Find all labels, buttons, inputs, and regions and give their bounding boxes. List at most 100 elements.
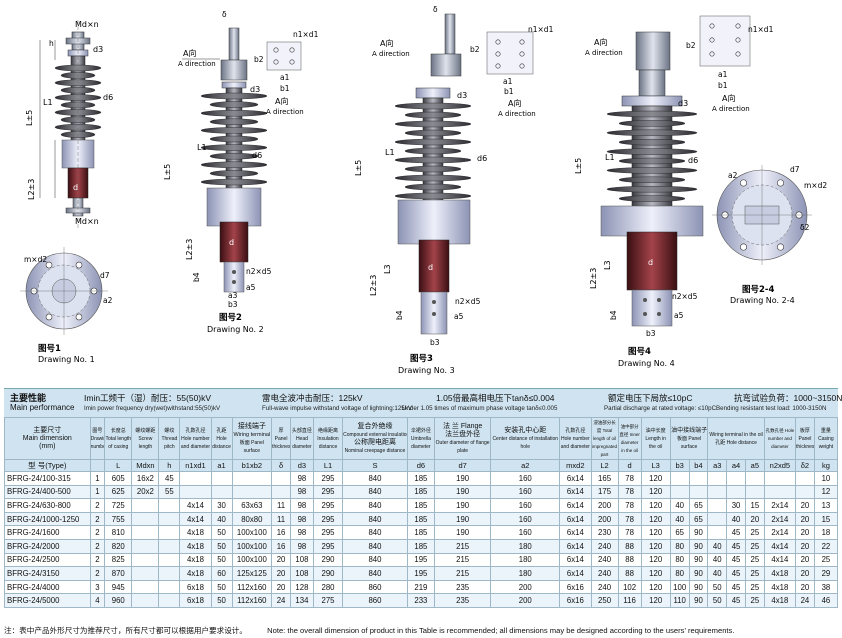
dim-l3-3: L3 <box>383 264 392 274</box>
value-cell: 945 <box>104 579 133 595</box>
value-cell: 45 <box>726 566 746 581</box>
code-cell: δ <box>271 459 291 472</box>
value-cell: 40 <box>669 511 690 527</box>
terminal-hole <box>735 23 741 29</box>
value-cell: 6x14 <box>559 525 592 540</box>
value-cell: 11 <box>271 511 291 527</box>
value-cell: 90 <box>688 593 709 608</box>
value-cell: 120 <box>640 511 671 527</box>
value-cell <box>131 511 160 527</box>
value-cell <box>231 471 273 486</box>
value-cell: 20x2 <box>131 484 160 500</box>
value-cell: 29 <box>813 566 839 581</box>
value-cell: 24 <box>271 593 291 608</box>
dim-n2-d5-3: n2×d5 <box>455 297 481 306</box>
value-cell: 185 <box>406 498 435 513</box>
shed <box>606 110 698 118</box>
value-cell: 6x14 <box>559 511 592 527</box>
value-cell: 2 <box>89 566 106 581</box>
value-cell: 240 <box>590 552 619 568</box>
shed <box>209 101 259 108</box>
value-cell: 45 <box>726 538 746 554</box>
dim-l1-2: L1 <box>197 143 207 152</box>
dim-b2-2: b2 <box>254 55 264 64</box>
drawing-4: A向 A direction d3 d6 L1 L±5 L3 L2±3 d b4… <box>574 15 774 368</box>
value-cell: 6x14 <box>559 566 592 581</box>
value-cell: 4x18 <box>763 593 797 608</box>
value-cell: 80 <box>669 538 690 554</box>
code-cell: h <box>158 459 181 472</box>
value-cell: 4x14 <box>763 552 797 568</box>
value-cell: 98 <box>289 471 314 486</box>
value-cell: 6x14 <box>559 471 592 486</box>
value-cell: 112x160 <box>231 593 273 608</box>
value-cell: 25 <box>744 538 765 554</box>
dim-d3-2: d3 <box>250 85 260 94</box>
type-cell: BFRG-24/100-315 <box>4 471 91 486</box>
value-cell <box>131 552 160 568</box>
drawing-2-caption-en: Drawing No. 2 <box>207 325 264 334</box>
dim-md-n-bottom: Md×n <box>75 217 99 226</box>
dim-l-pm5-3: L±5 <box>354 160 363 176</box>
value-cell: 20 <box>795 579 815 595</box>
drawing-2: δ A向 A direction d3 d6 L1 L±5 L2±3 d b4 … <box>163 10 319 334</box>
dim-l-pm5-2: L±5 <box>163 164 172 180</box>
drawing-1-caption-en: Drawing No. 1 <box>38 355 95 364</box>
shed <box>394 138 472 146</box>
value-cell: 219 <box>406 579 435 595</box>
value-cell: 90 <box>688 552 709 568</box>
header-insulation-distance: 绝缘距离 Insulation distance <box>312 417 344 460</box>
value-cell: 90 <box>688 538 709 554</box>
value-cell: 4x18 <box>179 538 212 554</box>
value-cell: 50 <box>210 593 233 608</box>
drawing-2-4-caption-en: Drawing No. 2-4 <box>730 296 795 305</box>
value-cell: 120 <box>640 566 671 581</box>
header-panel-thickness: 厚 Panel thickness <box>271 417 291 460</box>
value-cell: 120 <box>640 525 671 540</box>
mounting-hole <box>739 179 747 187</box>
value-cell: 45 <box>726 525 746 540</box>
shed <box>200 109 268 117</box>
value-cell: 960 <box>104 593 133 608</box>
dim-a-dir-en-2: A direction <box>266 108 304 116</box>
value-cell <box>707 471 728 486</box>
value-cell <box>744 471 765 486</box>
value-cell: 840 <box>342 552 408 568</box>
value-cell: 60 <box>210 566 233 581</box>
value-cell: 40 <box>707 538 728 554</box>
value-cell <box>707 525 728 540</box>
code-cell <box>89 459 106 472</box>
value-cell <box>795 484 815 500</box>
terminal-hole <box>709 51 715 57</box>
shed <box>394 102 472 110</box>
code-cell: a2 <box>490 459 561 472</box>
dim-delta2-24: δ2 <box>800 223 810 232</box>
header-weight: 重量 Casing weight <box>813 417 839 460</box>
value-cell: 240 <box>590 566 619 581</box>
shed <box>394 120 472 128</box>
value-cell: 128 <box>289 579 314 595</box>
dim-a2-24: a2 <box>728 171 738 180</box>
footnote: 注：表中产品外形尺寸为推荐尺寸，所有尺寸都可以根据用户要求设计。 Note: t… <box>4 625 838 636</box>
value-cell: 3 <box>89 579 106 595</box>
value-cell <box>231 484 273 500</box>
dim-a-dir-cn-4: A向 <box>594 37 607 47</box>
value-cell <box>688 484 709 500</box>
drawing-1-caption-cn: 图号1 <box>38 344 61 354</box>
value-cell: 860 <box>342 593 408 608</box>
value-cell: 4x18 <box>763 579 797 595</box>
shed <box>209 152 259 160</box>
value-cell: 100 <box>669 579 690 595</box>
value-cell: 2 <box>89 538 106 554</box>
shed <box>618 120 686 127</box>
value-cell: 295 <box>312 525 344 540</box>
shed <box>618 157 686 165</box>
value-cell: 15 <box>813 511 839 527</box>
dim-m-d2-24: m×d2 <box>804 181 827 190</box>
value-cell: 725 <box>104 498 133 513</box>
dim-b4-4: b4 <box>609 310 618 320</box>
